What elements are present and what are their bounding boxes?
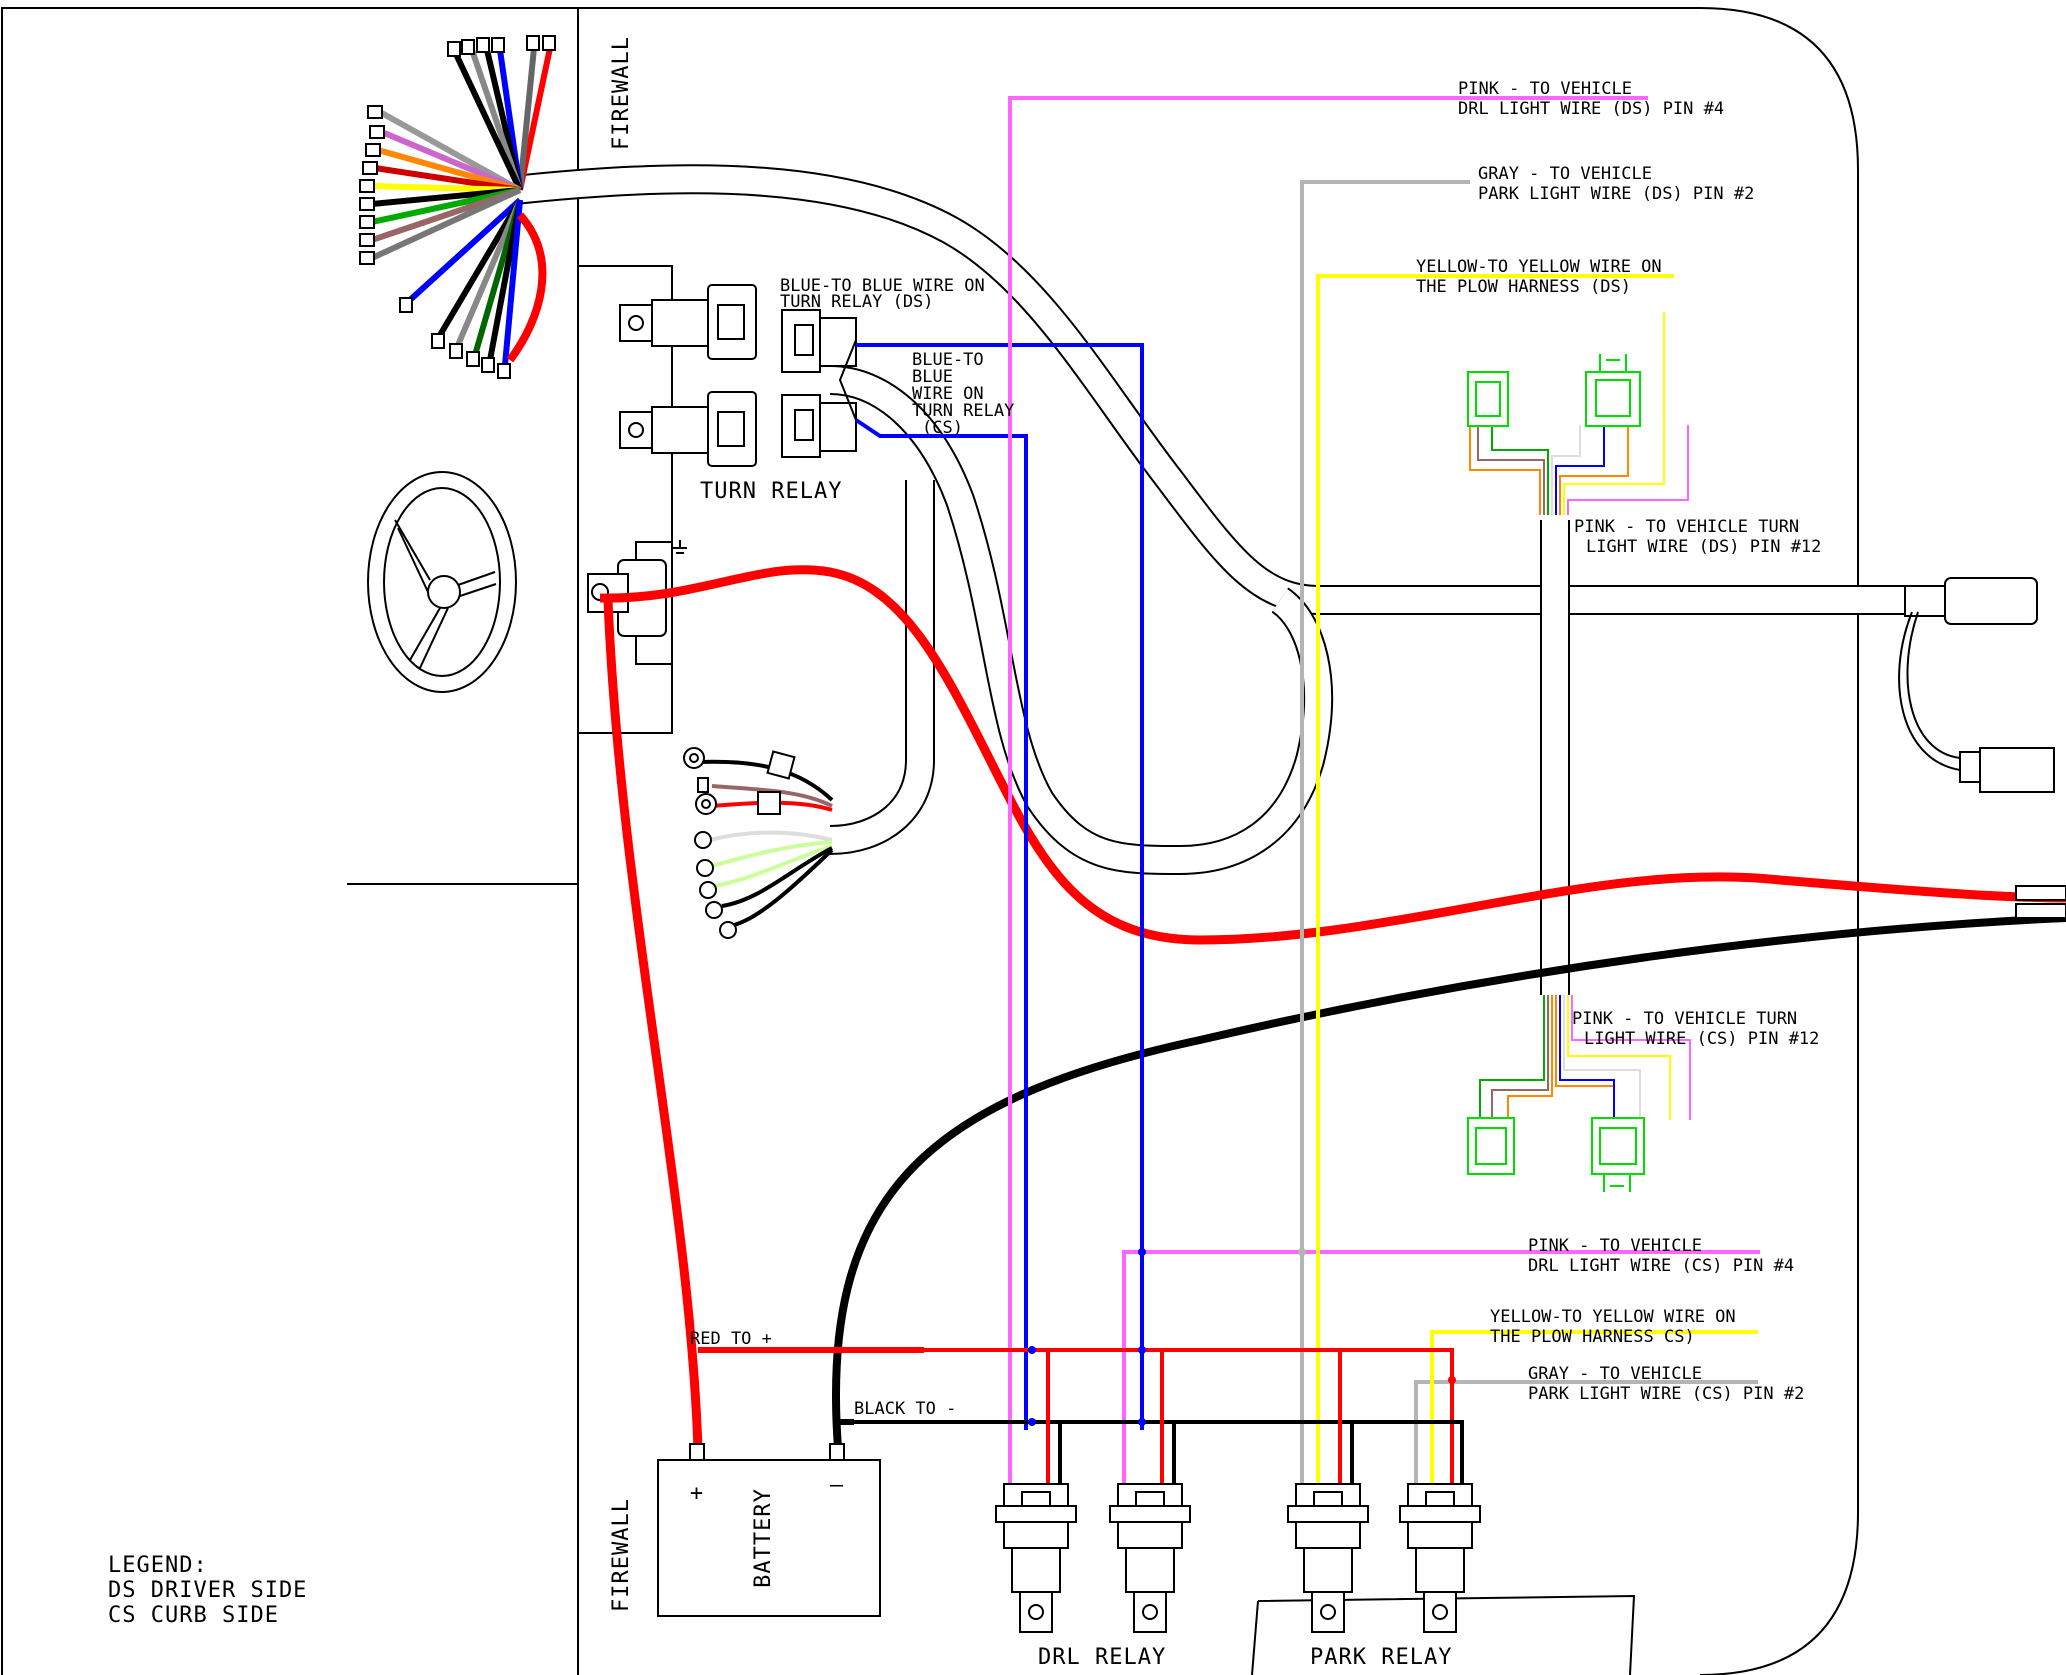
park-relay-label: PARK RELAY bbox=[1310, 1645, 1452, 1670]
gray-park-cs-label-1: GRAY - TO VEHICLE bbox=[1528, 1364, 1702, 1384]
turn-relay-ds bbox=[619, 284, 857, 373]
blue-cs-label-2: BLUE bbox=[912, 367, 953, 387]
plow-connector-cs bbox=[1467, 995, 1691, 1192]
wire-terminals bbox=[359, 35, 556, 379]
blue-cs-label-5: (CS) bbox=[922, 418, 963, 438]
relay-group bbox=[995, 1483, 1481, 1633]
yellow-ds-label-2: THE PLOW HARNESS (DS) bbox=[1416, 277, 1631, 297]
legend-cs: CS CURB SIDE bbox=[108, 1603, 279, 1628]
turn-relay-cs bbox=[619, 391, 857, 467]
yellow-ds-label-1: YELLOW-TO YELLOW WIRE ON bbox=[1416, 257, 1662, 277]
main-harness bbox=[513, 164, 2055, 995]
steering-wheel-icon bbox=[367, 471, 517, 693]
legend-title: LEGEND: bbox=[108, 1553, 208, 1578]
pink-drl-cs-label-1: PINK - TO VEHICLE bbox=[1528, 1236, 1702, 1256]
firewall-top-label: FIREWALL bbox=[609, 36, 634, 150]
drl-relay-ds bbox=[995, 1483, 1077, 1633]
yellow-cs-label-2: THE PLOW HARNESS CS) bbox=[1490, 1327, 1695, 1347]
gray-park-cs-label-2: PARK LIGHT WIRE (CS) PIN #2 bbox=[1528, 1384, 1804, 1404]
drl-relay-cs bbox=[1109, 1483, 1191, 1633]
black-battery-cable bbox=[831, 914, 2066, 1449]
red-main-cable bbox=[599, 565, 2066, 945]
pink-turn-ds-label-1: PINK - TO VEHICLE TURN bbox=[1574, 517, 1799, 537]
battery-minus: – bbox=[830, 1473, 844, 1498]
ring-terminal-group bbox=[683, 747, 834, 939]
park-relay-cs bbox=[1399, 1483, 1481, 1633]
battery: + – BATTERY bbox=[657, 1443, 881, 1617]
pink-drl-cs-label-2: DRL LIGHT WIRE (CS) PIN #4 bbox=[1528, 1256, 1794, 1276]
plow-connector-ds bbox=[1467, 312, 1689, 515]
drl-relay-label: DRL RELAY bbox=[1038, 1645, 1166, 1670]
pink-drl-ds-label-1: PINK - TO VEHICLE bbox=[1458, 79, 1632, 99]
pink-turn-ds-label-2: LIGHT WIRE (DS) PIN #12 bbox=[1586, 537, 1821, 557]
blue-ds-label-1: BLUE-TO BLUE WIRE ON bbox=[780, 276, 985, 296]
gray-park-ds-label-1: GRAY - TO VEHICLE bbox=[1478, 164, 1652, 184]
pink-turn-cs-label-1: PINK - TO VEHICLE TURN bbox=[1572, 1009, 1797, 1029]
yellow-cs-label-1: YELLOW-TO YELLOW WIRE ON bbox=[1490, 1307, 1736, 1327]
battery-label: BATTERY bbox=[751, 1488, 776, 1588]
legend-ds: DS DRIVER SIDE bbox=[108, 1578, 307, 1603]
park-relay-ds bbox=[1287, 1483, 1369, 1633]
red-to-plus-label: RED TO + bbox=[690, 1329, 772, 1349]
turn-relay-label: TURN RELAY bbox=[700, 479, 842, 504]
junction-dots bbox=[1028, 1248, 1456, 1426]
pink-turn-cs-label-2: LIGHT WIRE (CS) PIN #12 bbox=[1584, 1029, 1819, 1049]
blue-cs-label-1: BLUE-TO bbox=[912, 350, 984, 370]
blue-cs-label-4: TURN RELAY bbox=[912, 401, 1014, 421]
black-to-minus-label: BLACK TO - bbox=[854, 1399, 956, 1419]
battery-plus: + bbox=[690, 1481, 704, 1506]
wire-bundle-fan bbox=[370, 47, 553, 366]
blue-ds-label-2: TURN RELAY (DS) bbox=[780, 292, 934, 312]
blue-cs-label-3: WIRE ON bbox=[912, 384, 984, 404]
gray-park-ds-label-2: PARK LIGHT WIRE (DS) PIN #2 bbox=[1478, 184, 1754, 204]
signal-wires bbox=[698, 96, 1760, 1485]
red-battery-cable bbox=[603, 599, 703, 1451]
vehicle-outline bbox=[1, 7, 1859, 1675]
pink-drl-ds-label-2: DRL LIGHT WIRE (DS) PIN #4 bbox=[1458, 99, 1724, 119]
firewall-bottom-label: FIREWALL bbox=[609, 1498, 634, 1612]
